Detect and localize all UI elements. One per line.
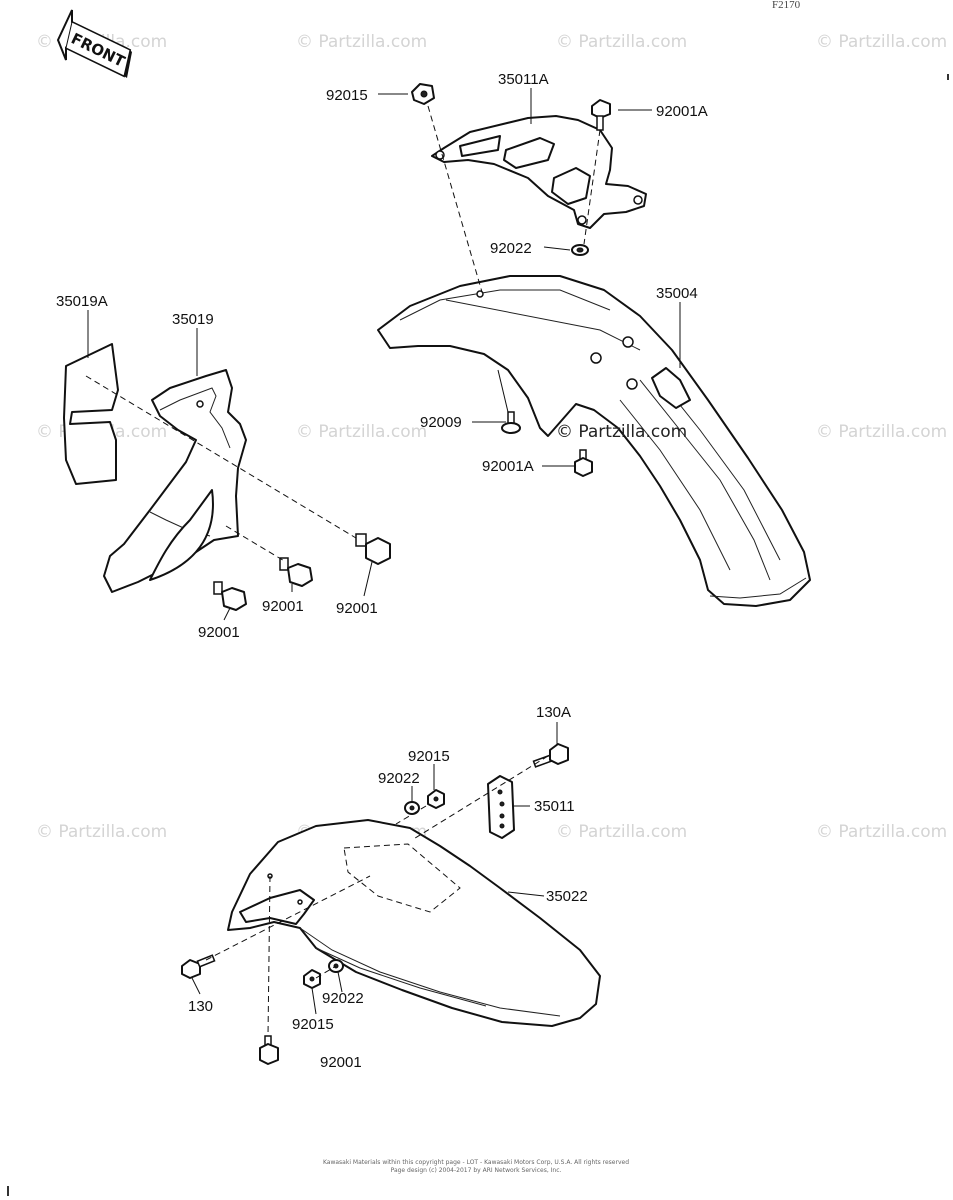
watermark: © Partzilla.com [816, 32, 947, 52]
watermark: © Partzilla.com [816, 422, 947, 442]
part-labels: 92015 35011A 92001A 92022 35004 35019A 3… [56, 71, 708, 1071]
plate-35019A [63, 343, 119, 485]
watermark: © Partzilla.com [296, 422, 427, 442]
bolt-92001-right [355, 533, 391, 565]
rear-fender-35022 [227, 819, 601, 1027]
footer-page-design: Page design (c) 2004-2017 by ARI Network… [391, 1167, 562, 1174]
front-fender-35004 [377, 275, 811, 607]
footer-copyright: Kawasaki Materials within this copyright… [323, 1159, 629, 1166]
guard-35019 [103, 369, 247, 593]
nut-92015-low [303, 969, 321, 989]
label-92015: 92015 [292, 1016, 334, 1033]
watermark: © Partzilla.com [556, 822, 687, 842]
label-35022: 35022 [546, 888, 588, 905]
label-35004: 35004 [656, 285, 698, 302]
label-92015: 92015 [408, 748, 450, 765]
page-code: F2170 [772, 0, 801, 11]
bolt-92001A [591, 99, 611, 131]
carrier-bracket-35011A [431, 115, 647, 229]
label-92001: 92001 [198, 624, 240, 641]
label-92001: 92001 [320, 1054, 362, 1071]
label-92022: 92022 [490, 240, 532, 257]
bolt-92001-left [213, 581, 247, 611]
bolt-92001-middle [279, 557, 313, 587]
bolt-130A [532, 743, 569, 768]
watermark: © Partzilla.com [556, 32, 687, 52]
label-92022: 92022 [322, 990, 364, 1007]
bolt-92001A-lower [574, 449, 593, 477]
label-35019: 35019 [172, 311, 214, 328]
watermark: © Partzilla.com [36, 822, 167, 842]
nut-92015-mid [427, 789, 445, 809]
label-92022: 92022 [378, 770, 420, 787]
bolt-92001-low [259, 1035, 279, 1065]
label-92001A-lower: 92001A [482, 458, 534, 475]
washer-92022-mid [404, 801, 420, 815]
label-92001A: 92001A [656, 103, 708, 120]
label-35011A: 35011A [498, 71, 549, 88]
label-130A: 130A [536, 704, 571, 721]
nut-92015 [411, 83, 435, 105]
label-92009: 92009 [420, 414, 462, 431]
watermark: © Partzilla.com [816, 822, 947, 842]
screw-92009 [501, 411, 521, 434]
leader-lines [85, 88, 681, 1037]
label-92001: 92001 [262, 598, 304, 615]
label-35019A: 35019A [56, 293, 108, 310]
washer-92022 [571, 244, 589, 256]
plate-35011 [487, 775, 515, 839]
watermark: © Partzilla.com [296, 32, 427, 52]
center-watermark: © Partzilla.com [556, 422, 687, 442]
label-130: 130 [188, 998, 213, 1015]
label-92001: 92001 [336, 600, 378, 617]
label-92015: 92015 [326, 87, 368, 104]
label-35011: 35011 [534, 798, 575, 815]
